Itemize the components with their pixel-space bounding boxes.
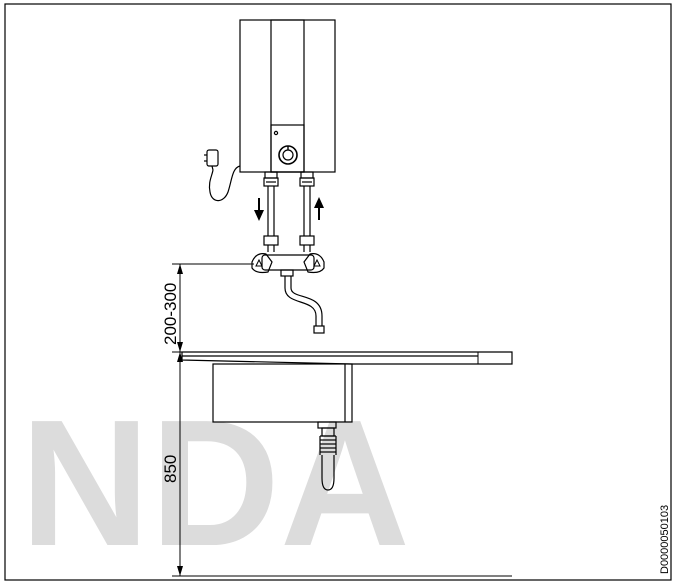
sink-basin [212,363,353,423]
plug-icon [206,149,219,167]
faucet-height-label: 200-300 [161,283,180,345]
sink-height-label: 850 [161,455,180,483]
power-cord [204,149,241,202]
dimension-lines [172,263,512,577]
tap-handle-left [251,253,273,274]
spout-base [280,269,294,277]
figure-code: D0000050103 [659,505,671,574]
spout-pipe [284,276,317,326]
drain-trap [317,421,337,491]
supply-pipes [263,171,315,252]
spout-outlet [313,325,325,334]
temperature-dial-inner [282,149,294,161]
sink [181,351,513,423]
control-box [270,124,305,173]
tap-handle-right [303,253,325,274]
countertop [181,351,513,365]
frame-border [4,3,672,581]
mixer-tap [251,253,325,334]
down-arrow-icon [254,198,264,221]
water-heater [239,19,336,173]
cord-cable [208,165,241,202]
up-arrow-icon [314,197,324,220]
indicator-light-icon [273,130,279,136]
